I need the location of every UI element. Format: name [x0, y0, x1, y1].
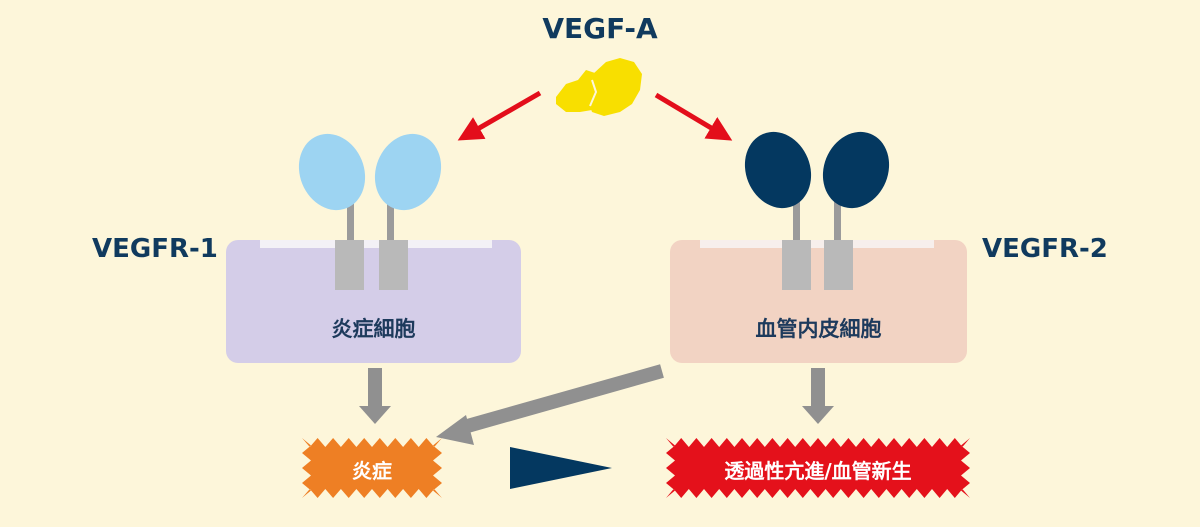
- inflammatory-cell-label: 炎症細胞: [331, 317, 416, 341]
- comparison-wedge: [510, 447, 612, 489]
- vegfr2-receptor: [744, 131, 890, 290]
- inflammatory-cell: [226, 240, 521, 363]
- vegfr1-label: VEGFR-1: [92, 234, 218, 264]
- vegf-a-molecule: [556, 58, 642, 116]
- effect-arrow-vegfr2-permeability: [802, 368, 834, 424]
- effect-arrow-vegfr1-inflammation: [359, 368, 391, 424]
- permeability-angiogenesis-burst: [666, 438, 970, 498]
- permeability-angiogenesis-label: 透過性亢進/血管新生: [724, 459, 912, 483]
- binding-arrow-vegfr1: [457, 90, 542, 141]
- effect-arrow-vegfr2-inflammation: [436, 364, 664, 445]
- binding-arrow-vegfr2: [654, 92, 733, 141]
- inflammation-burst: [302, 438, 442, 498]
- inflammation-label: 炎症: [352, 459, 392, 483]
- vegfr1-receptor: [298, 133, 442, 290]
- vegf-a-label: VEGF-A: [542, 12, 658, 45]
- endothelial-cell-label: 血管内皮細胞: [755, 317, 882, 341]
- vegfr2-label: VEGFR-2: [982, 234, 1108, 264]
- endothelial-cell: [670, 240, 967, 363]
